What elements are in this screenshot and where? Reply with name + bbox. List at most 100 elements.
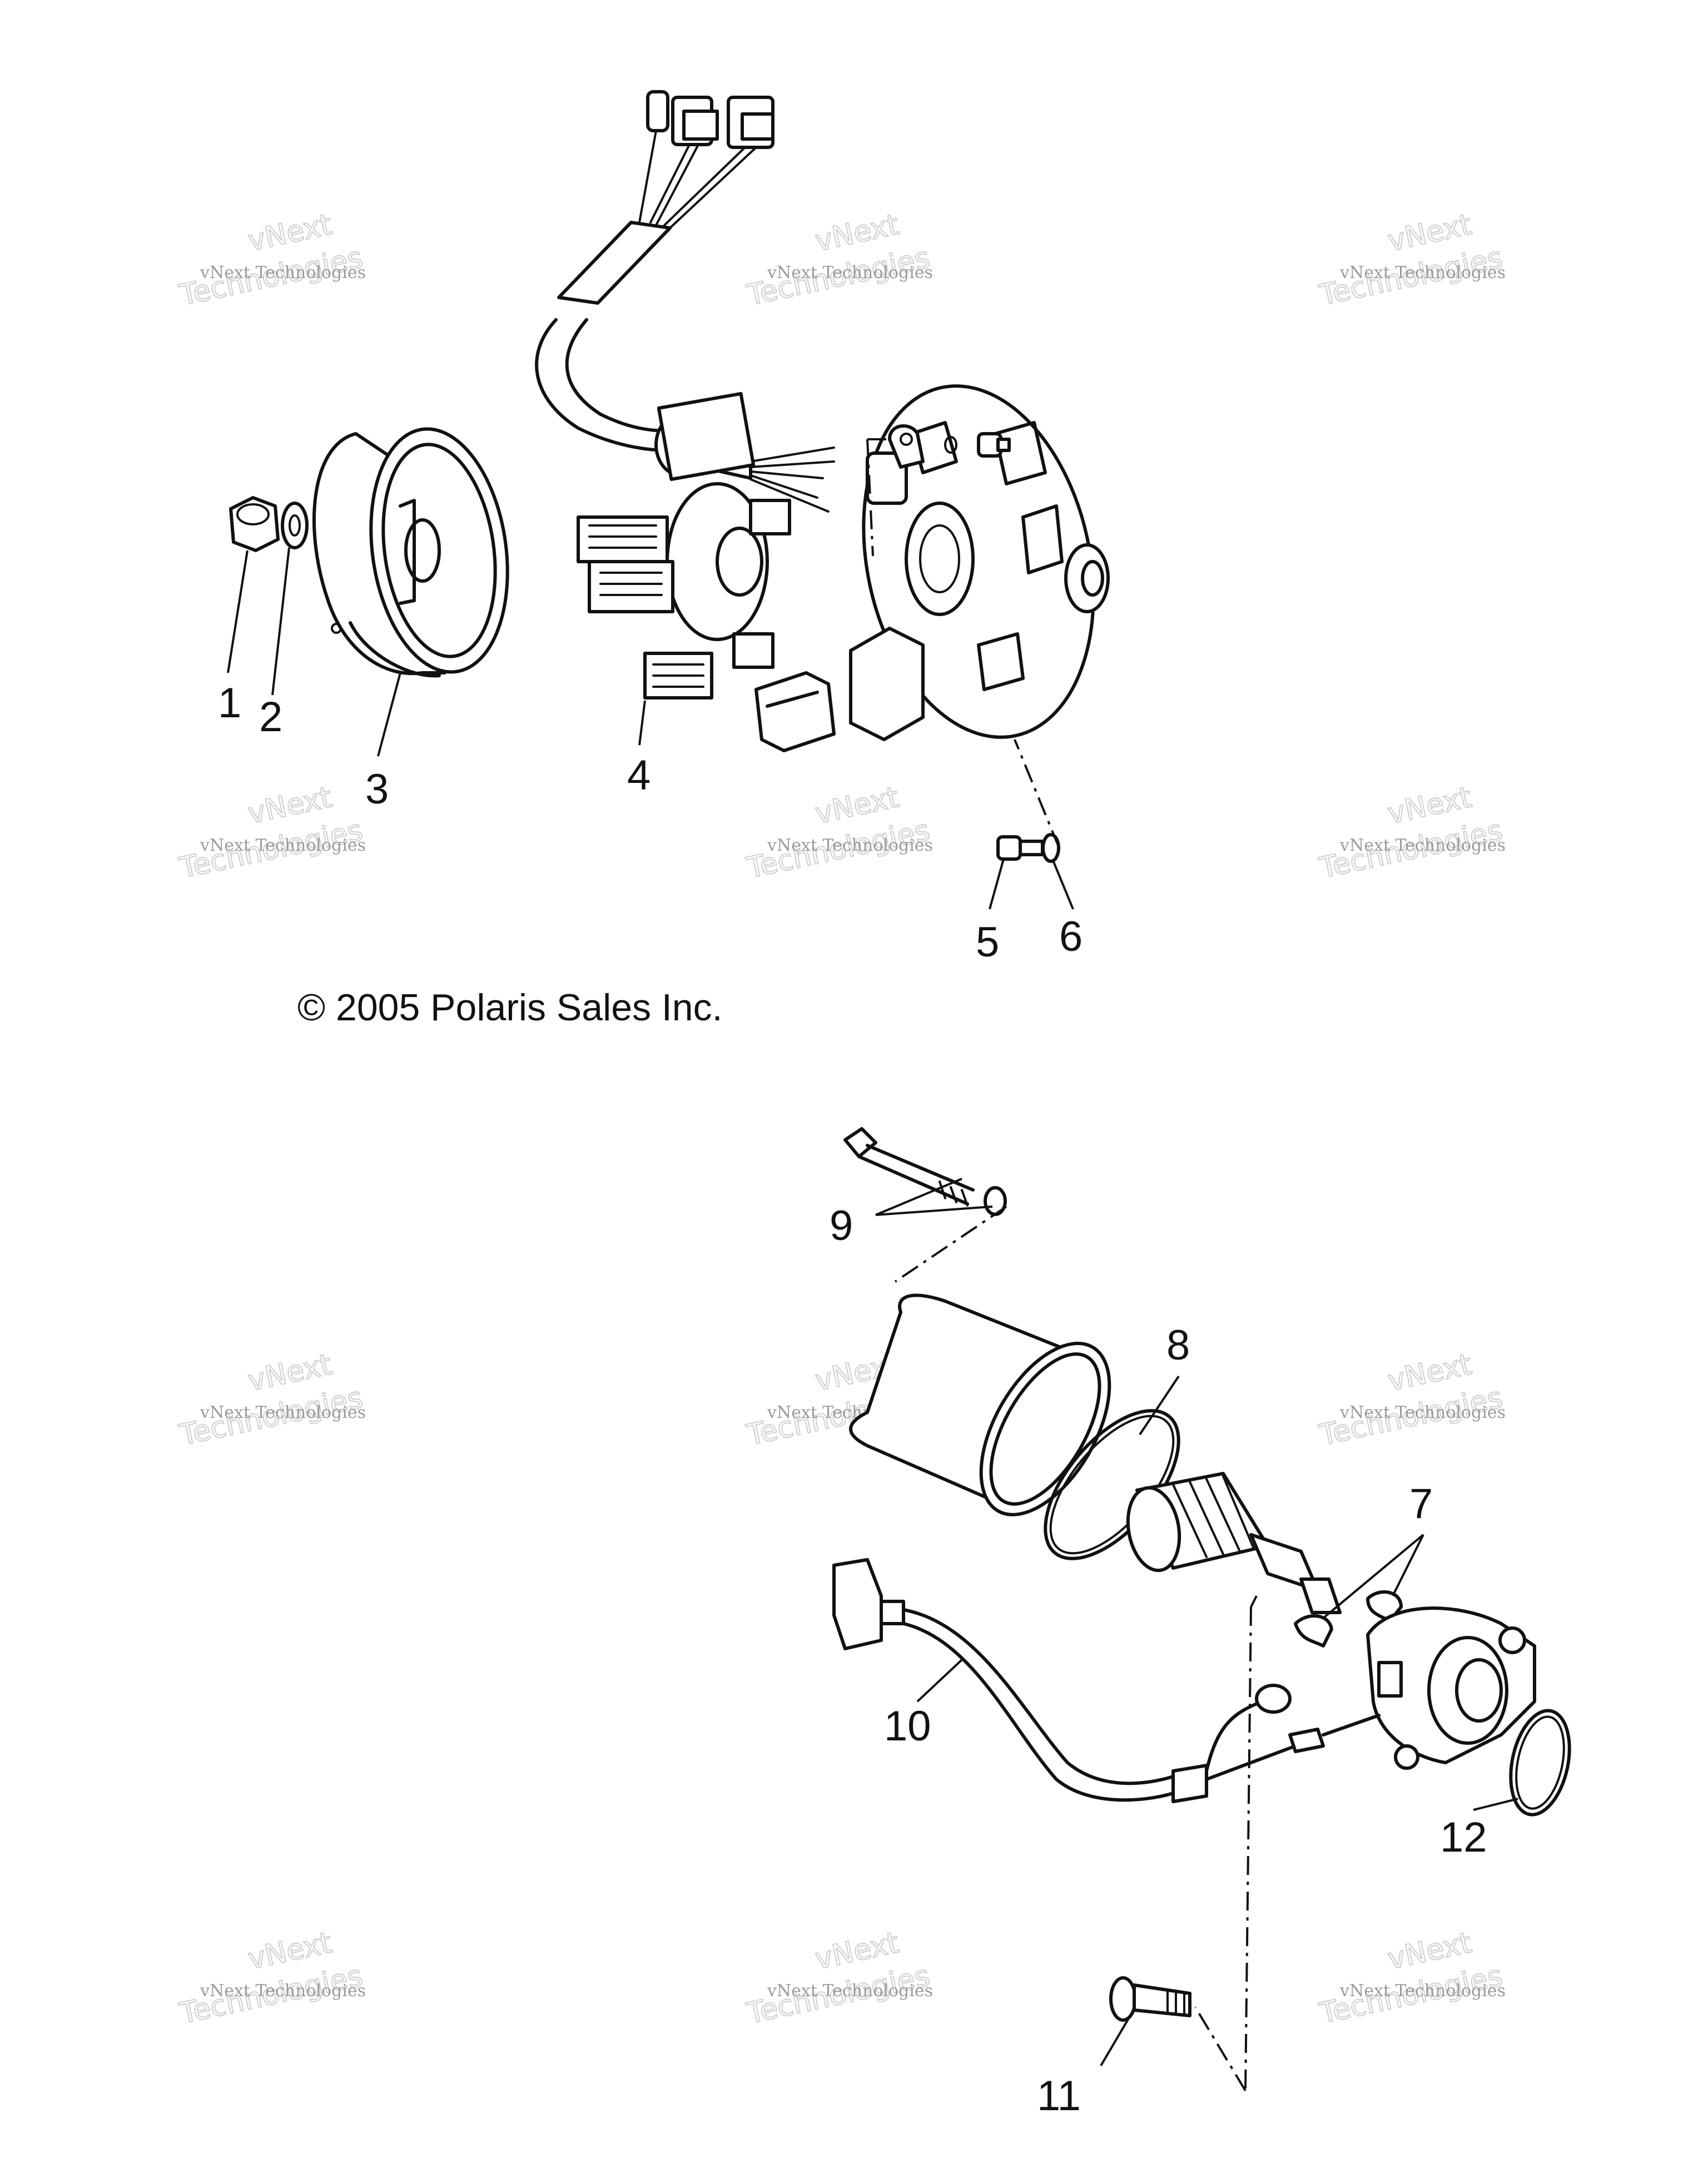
wire — [663, 146, 746, 226]
clamp-hole — [900, 433, 913, 446]
end-cover-lug-hole — [1498, 1626, 1526, 1654]
wire-sleeve — [557, 221, 672, 305]
seal-inner — [1081, 560, 1104, 597]
o-ring-inner — [1515, 1715, 1565, 1810]
screw-shaft — [1019, 840, 1044, 856]
lead-sleeve — [1171, 1764, 1208, 1803]
callout-7: 7 — [1409, 1480, 1433, 1527]
armature-windings — [1172, 1475, 1255, 1558]
bolt-shank — [857, 1155, 969, 1205]
harness-cable — [535, 318, 669, 452]
leader-12 — [1473, 1798, 1518, 1811]
motor-end-cover — [1366, 1606, 1536, 1770]
callout-12: 12 — [1440, 1814, 1487, 1861]
leader-5 — [989, 859, 1005, 910]
bolt-part-11 — [1109, 1976, 1191, 2022]
leader-8 — [1139, 1375, 1180, 1436]
washer-part-2 — [281, 502, 309, 549]
bolt-head — [1109, 1976, 1137, 2022]
assembly-line — [1014, 739, 1060, 849]
plug-connector-body — [682, 110, 719, 141]
ground-wire — [1205, 1700, 1264, 1773]
assembly-lines-bottom — [1194, 1595, 1258, 2092]
screw-head — [996, 835, 1022, 861]
oil-seal — [1064, 543, 1110, 613]
ground-terminal — [1255, 1684, 1292, 1714]
wire — [669, 146, 757, 229]
bullet-connector — [646, 90, 669, 132]
flywheel-spoke — [399, 499, 416, 605]
housing-open-end — [979, 1342, 1111, 1516]
leader-lines-bottom — [875, 1178, 1518, 2067]
leader-7 — [1392, 1534, 1424, 1596]
leader-9 — [875, 1178, 962, 1216]
pickup-coil — [866, 452, 908, 505]
callout-10: 10 — [884, 1703, 931, 1750]
assembly-line — [894, 1205, 1007, 1283]
plate-window — [977, 632, 1025, 691]
wire — [655, 145, 699, 226]
flywheel-hub — [404, 518, 441, 583]
small-washer — [944, 436, 957, 454]
coil-winding — [588, 524, 657, 549]
stator-part-4 — [577, 391, 791, 699]
stator-coil — [657, 391, 756, 482]
assembly-line — [1244, 1606, 1252, 2091]
wire-end — [749, 447, 835, 463]
watermark: Technologies vNext vNext Technologies — [1316, 207, 1506, 313]
harness-cable — [565, 318, 669, 433]
watermark-text: vNext Technologies — [767, 836, 933, 855]
wire-end — [749, 478, 830, 513]
watermark-text: vNext Technologies — [1339, 1981, 1506, 2001]
washer-part-6 — [1014, 739, 1060, 863]
stator-coil — [749, 499, 791, 535]
stator-coil — [732, 632, 774, 669]
flywheel-groove — [349, 621, 441, 678]
watermark: Technologies vNext vNext Technologies — [176, 1926, 366, 2031]
terminal-post — [1377, 1661, 1403, 1698]
small-screw-shaft — [996, 438, 1011, 452]
leader-9 — [875, 1205, 993, 1216]
motor-housing — [849, 1293, 1111, 1516]
bolt-part-9 — [843, 1127, 1007, 1283]
flywheel-rim — [381, 443, 497, 658]
leader-1 — [227, 550, 249, 673]
lead-wire — [1205, 1744, 1297, 1781]
wire-lead-part-10 — [832, 1558, 1381, 1803]
plate-window — [994, 421, 1047, 485]
bolt-thread — [1166, 1990, 1185, 2016]
assembly-line — [1194, 2006, 1247, 2092]
connector-block-line — [766, 691, 819, 708]
end-cover-bearing — [1455, 1658, 1503, 1723]
armature-shaft — [1299, 1577, 1342, 1614]
connector-block — [754, 671, 836, 752]
watermark-text: vNext Technologies — [1339, 263, 1506, 282]
stator-coil — [588, 560, 674, 613]
assembly-line — [1250, 1595, 1258, 1608]
watermark: Technologies vNext vNext Technologies — [743, 780, 934, 886]
washer-hole — [289, 514, 301, 537]
plate-bore-inner — [919, 524, 960, 593]
callout-8: 8 — [1166, 1322, 1190, 1369]
nut-part-1 — [229, 496, 280, 552]
watermark-text: vNext Technologies — [200, 263, 366, 282]
callouts-top: 1 2 3 4 5 6 — [218, 679, 1083, 966]
bolt-shank — [1133, 1983, 1191, 2017]
watermark: Technologies vNext vNext Technologies — [176, 780, 366, 886]
callout-6: 6 — [1059, 913, 1083, 960]
bolt-head — [843, 1127, 877, 1158]
o-ring — [1509, 1709, 1571, 1817]
watermark-text: vNext Technologies — [200, 1403, 366, 1422]
leader-11 — [1100, 2017, 1130, 2067]
wire — [649, 143, 691, 224]
leader-lines-top — [227, 547, 1074, 910]
plate-bore — [905, 502, 975, 616]
watermark: Technologies vNext vNext Technologies — [1316, 780, 1506, 886]
washer-outer — [281, 502, 309, 549]
watermark-text: vNext Technologies — [767, 1981, 933, 2001]
callout-11: 11 — [1037, 2072, 1081, 2120]
leader-2 — [271, 547, 290, 696]
clamp — [888, 424, 925, 469]
leader-6 — [1052, 861, 1074, 910]
